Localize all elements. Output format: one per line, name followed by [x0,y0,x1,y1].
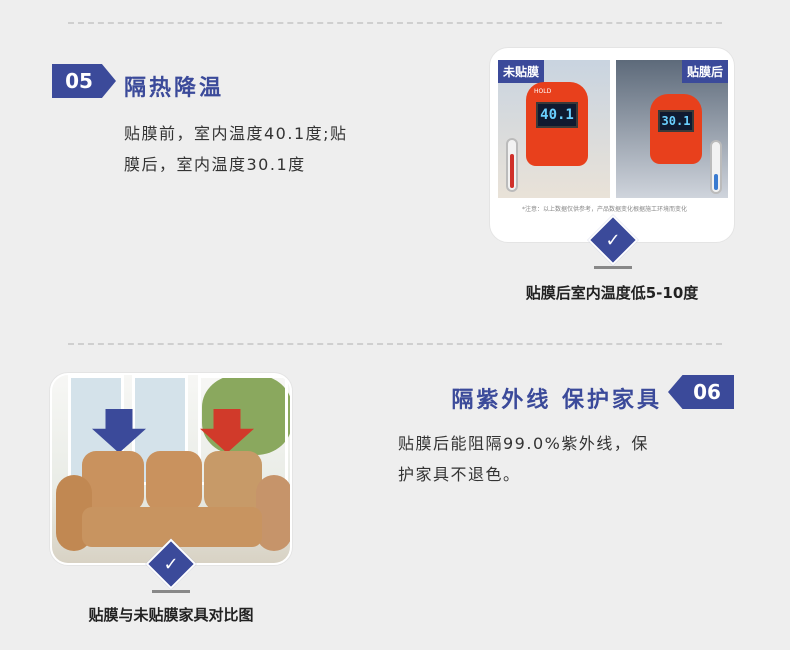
sofa-back-cushion [82,451,144,511]
before-film-tag: 未贴膜 [498,60,545,83]
after-film-photo: 贴膜后 30.1 [616,60,728,198]
description-line: 贴膜前，室内温度40.1度;贴 [124,124,348,143]
section-title-uv-protection: 隔紫外线 保护家具 [451,388,662,413]
checkmark-icon: ✓ [163,553,179,575]
section-description-heat: 贴膜前，室内温度40.1度;贴 膜后，室内温度30.1度 [124,118,414,180]
thermometer-gun: 30.1 [650,94,702,164]
sofa-back-cushion [146,451,202,511]
description-line: 膜后，室内温度30.1度 [124,155,306,174]
section-number-badge-06: 06 [668,375,734,409]
thermometer-gun: HOLD 40.1 [526,82,588,166]
caption-underline [152,590,190,593]
thermometer-cold-icon [710,140,722,194]
caption-heat-insulation: 贴膜后室内温度低5-10度 [525,284,699,302]
section-number-badge-05: 05 [52,64,116,98]
section-description-uv: 贴膜后能阻隔99.0%紫外线，保 护家具不退色。 [398,428,698,490]
temperature-display-after: 30.1 [658,110,694,132]
description-line: 贴膜后能阻隔99.0%紫外线，保 [398,434,649,453]
thermometer-hot-icon [506,138,518,192]
caption-sofa-comparison: 贴膜与未贴膜家具对比图 [88,606,254,624]
middle-divider [68,343,722,345]
before-film-photo: 未贴膜 HOLD 40.1 [498,60,610,198]
thermometer-comparison-image: 未贴膜 HOLD 40.1 贴膜后 30.1 *注意：以上数据仅供参考，产品数据… [490,48,734,242]
after-film-tag: 贴膜后 [681,60,728,83]
section-title-heat-insulation: 隔热降温 [124,76,225,101]
temperature-display-before: 40.1 [536,102,578,128]
sofa-comparison-image [50,373,292,565]
top-divider [68,22,722,24]
hold-label: HOLD [534,88,552,95]
description-line: 护家具不退色。 [398,465,521,484]
caption-underline [594,266,632,269]
disclaimer-note: *注意：以上数据仅供参考，产品数据变化根据施工环境而变化 [522,206,688,213]
checkmark-icon: ✓ [605,229,621,251]
sofa-back-cushion [204,451,262,511]
